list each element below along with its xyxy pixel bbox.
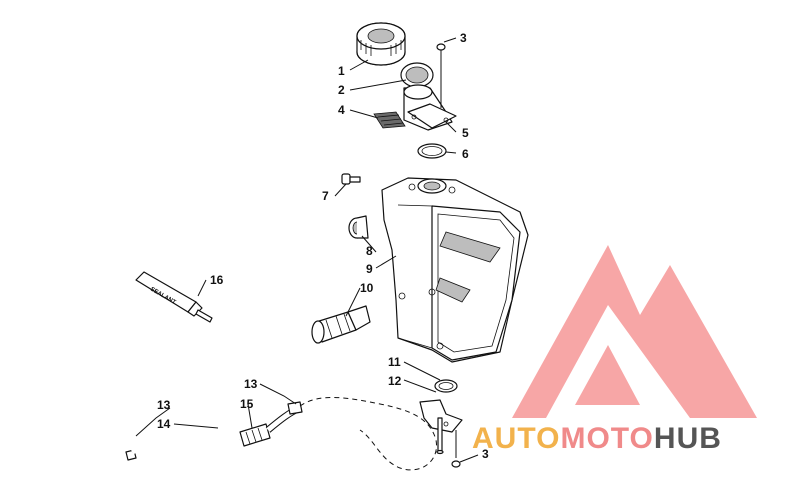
callout-13-right: 13	[244, 377, 258, 391]
callout-8: 8	[366, 244, 373, 258]
callout-16: 16	[210, 273, 224, 287]
watermark-triangle-mark	[512, 245, 757, 418]
callout-1: 1	[338, 64, 345, 78]
callout-3-top: 3	[460, 31, 467, 45]
leader-lines	[135, 37, 479, 463]
watermark-brand: AUTOMOTOHUB	[472, 422, 722, 455]
callout-14: 14	[157, 417, 171, 431]
bolt-tank	[341, 173, 361, 185]
callouts: 1 2 3 4 5 6 7 8 9 10 11 12 3 16 13 13 14…	[157, 31, 489, 461]
sealant-tube: SEALANT	[135, 271, 213, 323]
callout-11: 11	[388, 355, 401, 369]
watermark-moto: MOTO	[560, 422, 653, 455]
callout-5: 5	[462, 126, 469, 140]
o-ring-upper	[417, 143, 447, 159]
vent-clip	[373, 111, 406, 129]
screw-bottom	[451, 430, 461, 468]
callout-15: 15	[240, 397, 254, 411]
watermark-logo	[512, 245, 757, 418]
watermark-hub: HUB	[654, 422, 722, 455]
dipstick-plug	[311, 305, 371, 344]
grommet	[348, 215, 369, 239]
oil-tank	[381, 177, 529, 363]
callout-9: 9	[366, 262, 373, 276]
outlet-fitting	[419, 399, 463, 455]
o-ring-lower	[434, 379, 458, 393]
screw-top	[436, 43, 446, 108]
callout-4: 4	[338, 103, 345, 117]
watermark-auto: AUTO	[472, 422, 560, 455]
callout-3-bottom: 3	[482, 447, 489, 461]
callout-10: 10	[360, 281, 374, 295]
hose-assembly	[125, 401, 303, 461]
callout-7: 7	[322, 189, 329, 203]
callout-6: 6	[462, 147, 469, 161]
cap-gasket	[400, 62, 434, 88]
callout-13-left: 13	[157, 398, 171, 412]
hose-routing-dashed	[299, 397, 437, 471]
callout-12: 12	[388, 374, 402, 388]
filler-cap	[356, 22, 406, 66]
callout-2: 2	[338, 83, 345, 97]
filler-neck	[403, 84, 457, 131]
